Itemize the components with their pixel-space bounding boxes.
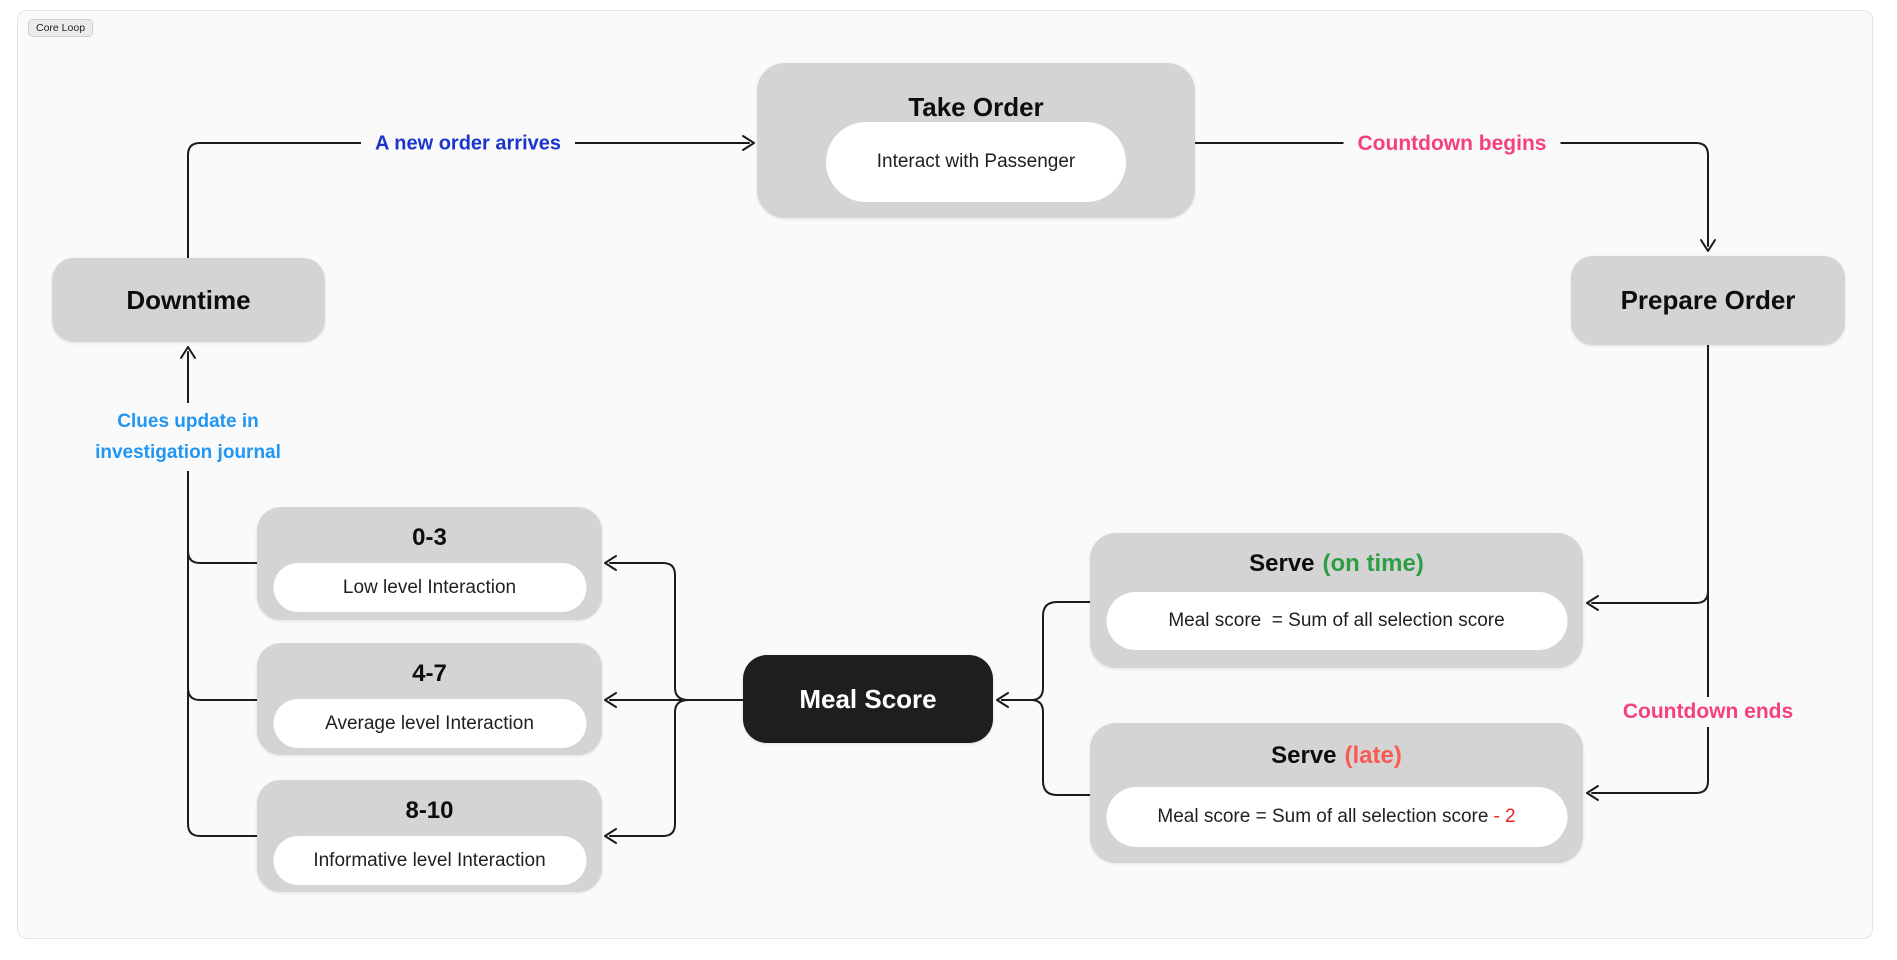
node-take-order[interactable]: Take Order Interact with Passenger [757, 63, 1195, 218]
clues-line-1: Clues update in [117, 411, 259, 432]
score-0-3-pill: Low level Interaction [273, 563, 586, 612]
edge-label-clues-update[interactable]: Clues update in investigation journal [81, 403, 295, 471]
clues-line-2: investigation journal [95, 442, 281, 463]
meal-score-title: Meal Score [799, 683, 937, 714]
score-8-10-title: 8-10 [405, 797, 454, 824]
late-accent: (late) [1344, 742, 1402, 769]
score-0-3-title: 0-3 [412, 524, 447, 551]
take-order-title: Take Order [908, 92, 1044, 122]
score-8-10-pill: Informative level Interaction [273, 836, 586, 885]
core-loop-badge[interactable]: Core Loop [28, 19, 94, 37]
node-prepare-order[interactable]: Prepare Order [1571, 256, 1845, 345]
node-score-8-10[interactable]: 8-10 Informative level Interaction [257, 780, 602, 892]
serve-late-title: Serve(late) [1271, 742, 1402, 769]
node-downtime[interactable]: Downtime [52, 258, 325, 342]
score-4-7-title: 4-7 [412, 660, 447, 687]
edge-label-countdown-begins[interactable]: Countdown begins [1343, 129, 1561, 159]
on-time-accent: (on time) [1322, 550, 1424, 577]
node-serve-late[interactable]: Serve(late) Meal score = Sum of all sele… [1090, 723, 1583, 863]
node-score-4-7[interactable]: 4-7 Average level Interaction [257, 643, 602, 755]
downtime-title: Downtime [126, 284, 251, 315]
node-meal-score[interactable]: Meal Score [743, 655, 993, 743]
edge-label-new-order[interactable]: A new order arrives [360, 129, 576, 159]
score-4-7-pill: Average level Interaction [273, 699, 586, 748]
node-score-0-3[interactable]: 0-3 Low level Interaction [257, 507, 602, 620]
node-serve-on-time[interactable]: Serve(on time) Meal score = Sum of all s… [1090, 533, 1583, 668]
prepare-order-title: Prepare Order [1620, 285, 1796, 315]
serve-on-time-title: Serve(on time) [1249, 550, 1424, 577]
serve-late-pill: Meal score = Sum of all selection score-… [1106, 787, 1567, 847]
minus-two-accent: - 2 [1493, 806, 1516, 827]
take-order-pill: Interact with Passenger [826, 122, 1126, 202]
serve-on-time-pill: Meal score = Sum of all selection score [1106, 592, 1567, 650]
edge-label-countdown-ends[interactable]: Countdown ends [1608, 697, 1808, 727]
